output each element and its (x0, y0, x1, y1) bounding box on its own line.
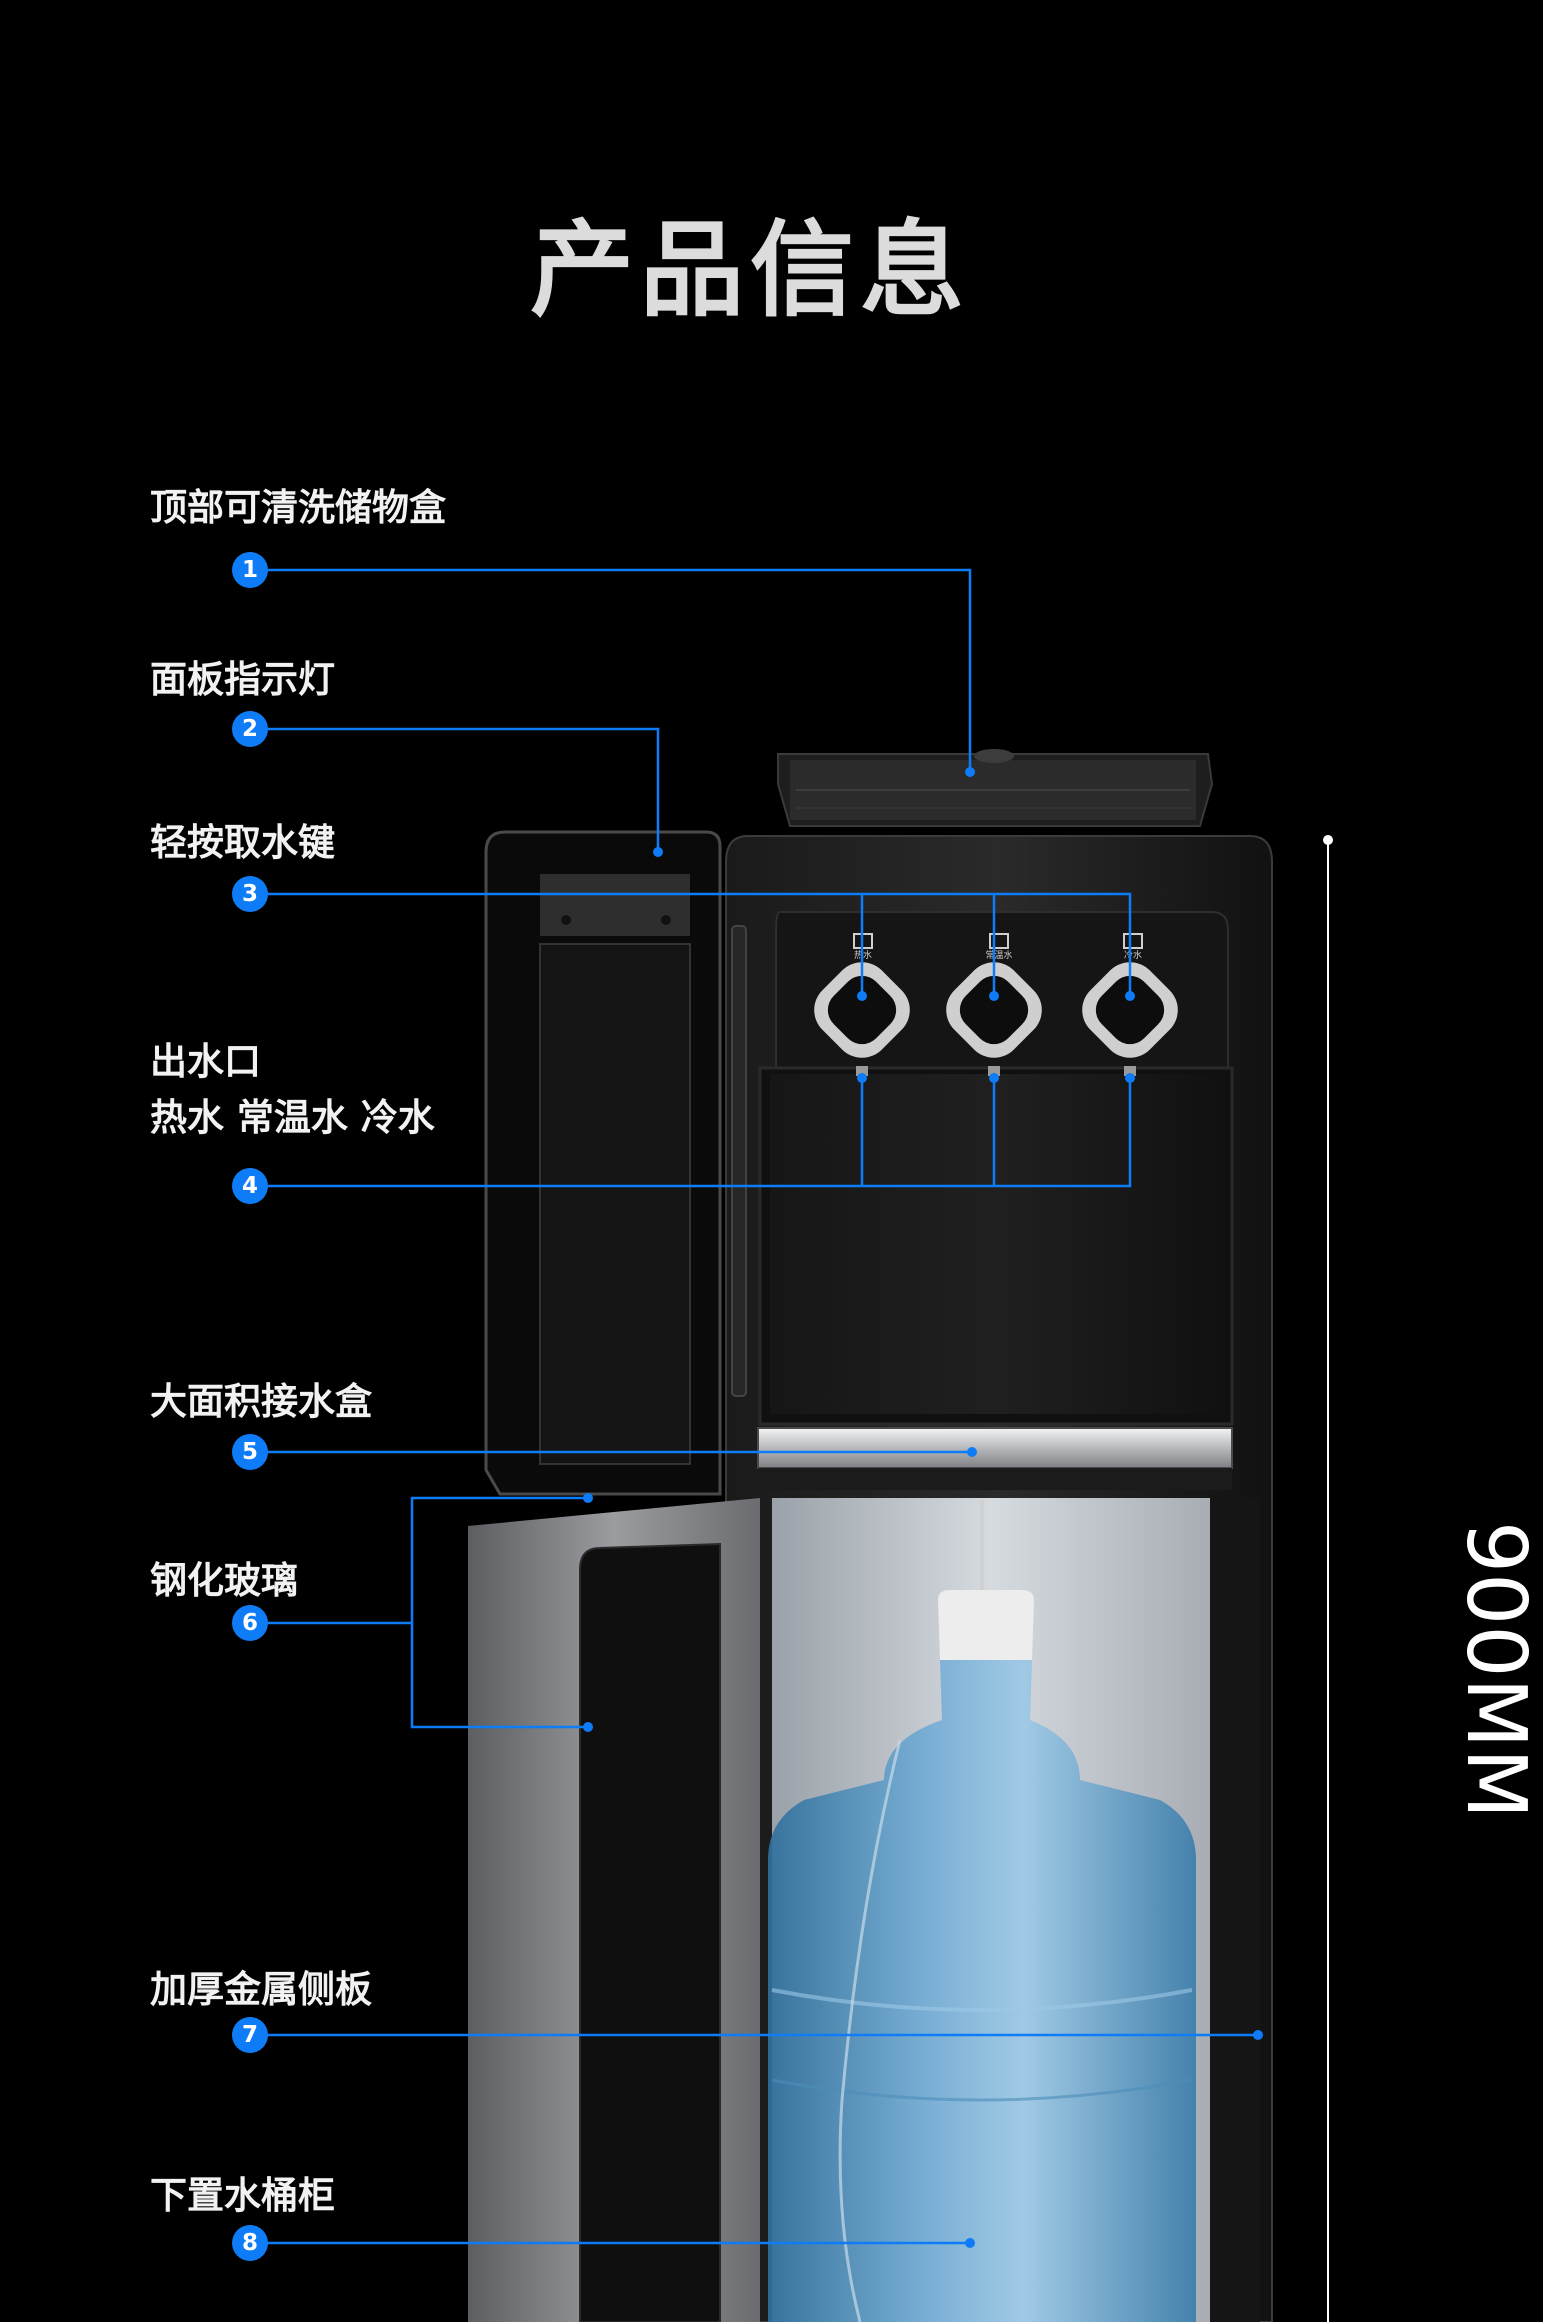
callout-badge-6: 6 (232, 1605, 268, 1641)
water-jug (768, 1500, 1196, 2322)
hot-water-button[interactable] (803, 951, 922, 1070)
callout-endpoints (583, 767, 1263, 2248)
lower-cabinet-door[interactable] (468, 1498, 760, 2322)
callout-badge-5: 5 (232, 1434, 268, 1470)
callout-label-drip-tray: 大面积接水盒 (150, 1380, 372, 1423)
callout-label-indicator-lights: 面板指示灯 (150, 658, 335, 701)
callout-label-outlets: 出水口 (150, 1040, 261, 1083)
room-temp-tap-label: 常温水 (985, 949, 1012, 961)
tempered-glass-door[interactable] (484, 830, 747, 1496)
room-temp-cup-icon (989, 933, 1009, 949)
water-dispenser-illustration: 热水 常温水 冷水 (250, 568, 1333, 2322)
tap-buttons: 热水 常温水 冷水 (803, 933, 1190, 1076)
callout-label-metal-side-panel: 加厚金属侧板 (150, 1968, 372, 2011)
callout-label-storage-box: 顶部可清洗储物盒 (150, 486, 446, 529)
callout-badge-3: 3 (232, 876, 268, 912)
height-dimension-label: 900MM (1448, 1520, 1543, 1819)
cold-cup-icon (1123, 933, 1143, 949)
cold-tap-label: 冷水 (1124, 949, 1142, 961)
callout-badge-4: 4 (232, 1168, 268, 1204)
cold-water-button[interactable] (1071, 951, 1190, 1070)
room-temp-water-button[interactable] (935, 951, 1054, 1070)
callout-badge-8: 8 (232, 2225, 268, 2261)
callout-badge-7: 7 (232, 2017, 268, 2053)
top-storage-box (777, 749, 1214, 827)
page-title: 产品信息 (529, 209, 970, 331)
callout-label-bucket-cabinet: 下置水桶柜 (150, 2174, 335, 2217)
callout-badge-2: 2 (232, 711, 268, 747)
callout-label-tap-keys: 轻按取水键 (150, 821, 335, 864)
callout-badge-1: 1 (232, 552, 268, 588)
callout-label-outlet-types: 热水 常温水 冷水 (150, 1096, 435, 1139)
callout-label-tempered-glass: 钢化玻璃 (150, 1559, 298, 1602)
height-dimension (1323, 835, 1333, 2322)
callout-connectors (250, 568, 1258, 2245)
